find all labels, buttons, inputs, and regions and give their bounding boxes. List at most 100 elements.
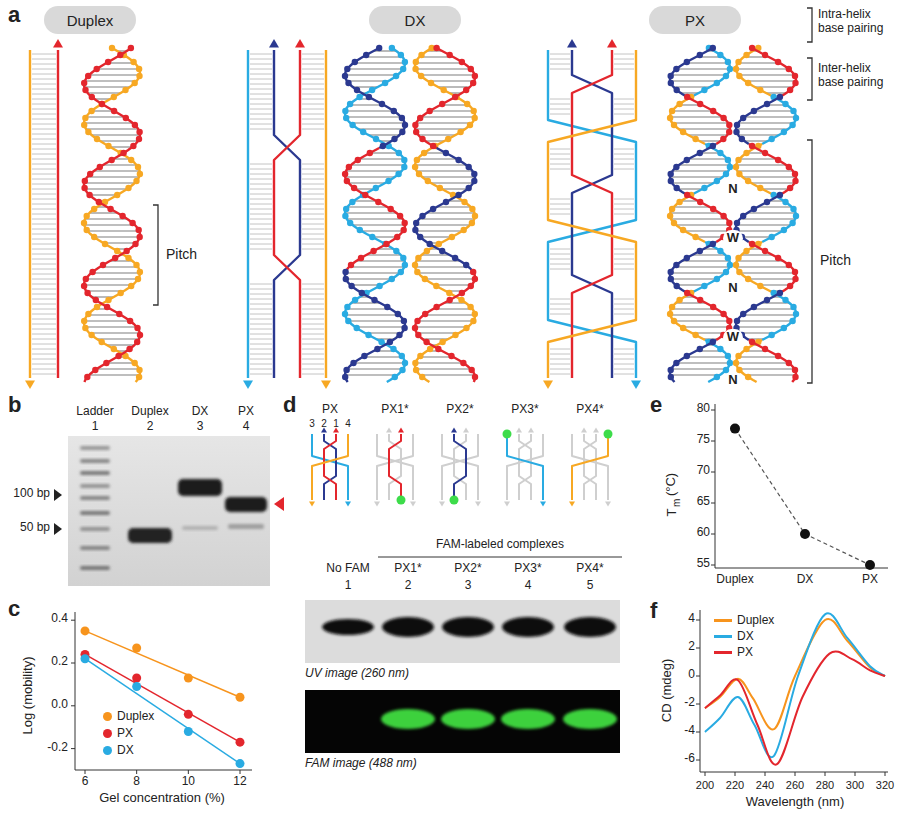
cd-curve <box>705 619 885 730</box>
base-pair-rung <box>614 104 634 105</box>
backbone-bead <box>82 325 88 331</box>
legend-text: DX <box>117 743 134 757</box>
backbone-bead <box>745 178 751 184</box>
backbone-bead <box>395 311 401 317</box>
base-pair-rung <box>250 214 272 215</box>
data-point <box>184 710 193 719</box>
base-pair-rung <box>688 134 727 136</box>
backbone-bead <box>443 150 449 156</box>
backbone-bead <box>792 269 798 275</box>
backbone-bead <box>401 164 407 170</box>
backbone-bead <box>710 206 716 212</box>
backbone-bead <box>92 367 98 373</box>
backbone-bead <box>441 87 447 93</box>
base-pair-rung <box>740 272 795 274</box>
backbone-bead <box>734 220 740 226</box>
backbone-bead <box>402 262 408 268</box>
base-pair-rung <box>431 182 473 184</box>
base-pair-rung <box>415 164 466 166</box>
backbone-bead <box>471 171 477 177</box>
backbone-bead <box>452 332 458 338</box>
backbone-bead <box>787 87 793 93</box>
base-pair-rung <box>345 374 397 376</box>
backbone-bead <box>422 276 428 282</box>
ladder-band <box>80 484 110 488</box>
base-pair-rung <box>351 164 405 166</box>
backbone-bead <box>735 157 741 163</box>
base-pair-rung <box>32 329 56 330</box>
backbone-bead <box>692 332 698 338</box>
backbone-bead <box>668 367 674 373</box>
axis-tick <box>696 732 700 733</box>
base-pair-rung <box>32 229 56 230</box>
strand-line <box>572 50 612 378</box>
base-pair-rung <box>422 176 475 178</box>
tick-label: 60 <box>697 526 710 540</box>
dimension-label: Pitch <box>820 252 851 268</box>
marker-arrow <box>54 523 62 535</box>
backbone-bead <box>360 129 366 135</box>
legend-entry: DX <box>103 743 134 757</box>
base-pair-rung <box>250 204 272 205</box>
backbone-bead <box>111 94 117 100</box>
backbone-bead <box>342 269 348 275</box>
backbone-bead <box>346 164 352 170</box>
backbone-bead <box>745 276 751 282</box>
base-pair-rung <box>427 212 475 214</box>
base-pair-rung <box>302 199 324 200</box>
legend-entry: DX <box>714 629 754 643</box>
base-pair-rung <box>362 230 404 232</box>
backbone-bead <box>342 171 348 177</box>
base-pair-rung <box>671 308 717 310</box>
lane-name: PX <box>238 405 254 419</box>
base-pair-rung <box>88 92 121 94</box>
backbone-bead <box>430 143 436 149</box>
base-pair-rung <box>32 184 56 185</box>
base-pair-rung <box>550 149 570 150</box>
backbone-bead <box>669 304 675 310</box>
base-pair-rung <box>250 74 272 75</box>
backbone-bead <box>769 332 775 338</box>
backbone-bead <box>676 199 682 205</box>
arrowhead <box>410 502 416 507</box>
base-pair-rung <box>250 184 272 185</box>
data-point <box>132 682 141 691</box>
strand-line <box>584 434 596 500</box>
axis-tick <box>71 663 75 664</box>
lane-number: 1 <box>92 420 99 434</box>
axis-tick <box>735 772 736 776</box>
base-pair-rung <box>302 359 324 360</box>
backbone-bead <box>385 178 391 184</box>
backbone-bead <box>789 122 795 128</box>
backbone-bead <box>726 220 732 226</box>
lane-name: Duplex <box>131 405 168 419</box>
backbone-bead <box>775 255 781 261</box>
base-pair-rung <box>302 124 324 125</box>
base-pair-rung <box>736 362 789 364</box>
base-pair-rung <box>738 134 779 136</box>
backbone-bead <box>692 234 698 240</box>
base-pair-rung <box>32 209 56 210</box>
backbone-bead <box>105 143 111 149</box>
backbone-bead <box>88 108 94 114</box>
backbone-bead <box>443 199 449 205</box>
trend-line <box>85 654 240 742</box>
backbone-bead <box>387 339 393 345</box>
backbone-bead <box>710 143 716 149</box>
strand-line <box>454 434 466 500</box>
backbone-bead <box>697 346 703 352</box>
backbone-bead <box>376 283 382 289</box>
backbone-bead <box>345 80 351 86</box>
base-pair-rung <box>89 74 140 76</box>
backbone-bead <box>733 129 739 135</box>
base-pair-rung <box>736 164 786 166</box>
base-pair-rung <box>302 339 324 340</box>
axis-tick <box>705 772 706 776</box>
backbone-bead <box>714 374 720 380</box>
backbone-bead <box>697 199 703 205</box>
backbone-bead <box>393 73 399 79</box>
base-pair-rung <box>614 359 634 360</box>
backbone-bead <box>684 94 690 100</box>
axis-line <box>715 404 716 568</box>
base-pair-rung <box>741 254 772 256</box>
